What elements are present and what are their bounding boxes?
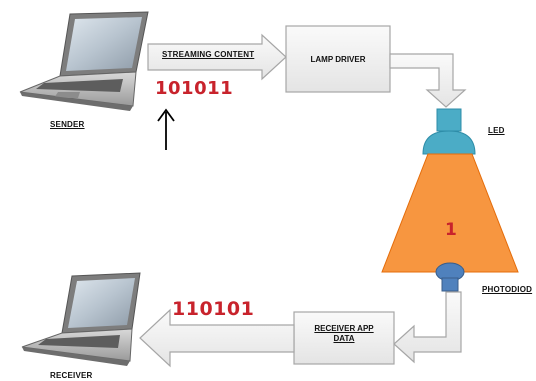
receiver-app-label-line2: DATA: [333, 334, 355, 343]
streaming-content-arrow: [147, 33, 287, 81]
streaming-content-label: STREAMING CONTENT: [162, 50, 255, 59]
receiver-app-label-line1: RECEIVER APP: [314, 324, 374, 333]
led-label: LED: [488, 126, 505, 135]
light-bit-value: 1: [445, 220, 458, 240]
light-cone: [381, 153, 519, 273]
to-receiver-arrow: [139, 308, 295, 368]
photodiode-to-receiver-arrow: [393, 291, 462, 364]
sender-label: SENDER: [50, 120, 85, 129]
lamp-to-led-arrow: [389, 53, 467, 108]
sender-laptop-icon: [19, 11, 149, 111]
photodiode-label: PHOTODIOD: [482, 285, 533, 294]
up-arrow-icon: [157, 108, 175, 150]
lamp-driver-box: [285, 25, 391, 93]
led-icon: [422, 108, 476, 155]
lamp-driver-label: LAMP DRIVER: [310, 55, 366, 64]
receiver-app-label: RECEIVER APP DATA: [294, 324, 394, 344]
photodiode-icon: [435, 262, 465, 292]
receiver-app-data-box: [293, 311, 395, 365]
sent-bits: 101011: [155, 78, 234, 99]
receiver-laptop-icon: [21, 272, 141, 366]
received-bits: 110101: [172, 298, 255, 320]
receiver-label: RECEIVER: [50, 371, 93, 380]
